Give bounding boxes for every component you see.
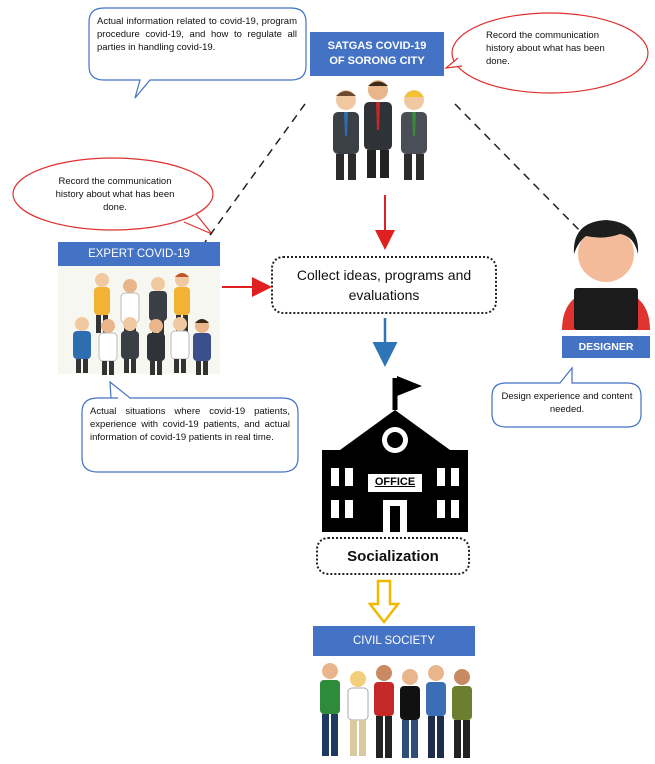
bubble-expert-record: Record the communication history about w…: [55, 176, 175, 213]
office-building-icon: [322, 376, 468, 532]
dashed-connector-satgas-designer: [454, 103, 586, 237]
bubble-expert-info: Actual situations where covid-19 patient…: [90, 406, 290, 443]
collect-ideas-box: Collect ideas, programs and evaluations: [271, 256, 497, 314]
bubble-satgas-info: Actual information related to covid-19, …: [97, 16, 297, 53]
satgas-label-line2: OF SORONG CITY: [329, 55, 425, 67]
office-label: OFFICE: [374, 476, 416, 488]
civil-society-people-icon: [320, 663, 472, 758]
civil-society-label-box: CIVIL SOCIETY: [313, 626, 475, 656]
designer-person-icon: [562, 220, 650, 330]
officials-group-icon: [333, 80, 427, 180]
bubble-satgas-record-shape: [444, 12, 649, 94]
bubble-designer-shape: [491, 366, 642, 428]
bubble-designer-info: Design experience and content needed.: [501, 391, 633, 415]
arrow-socialization-to-civil: [367, 579, 401, 625]
medical-experts-group-icon: [58, 266, 220, 375]
bubble-expert-info-shape: [81, 380, 299, 473]
expert-label-box: EXPERT COVID-19: [58, 242, 220, 266]
bubble-expert-record-shape: [12, 157, 214, 235]
satgas-label-box: SATGAS COVID-19 OF SORONG CITY: [310, 32, 444, 76]
satgas-label-line1: SATGAS COVID-19: [327, 39, 427, 52]
designer-label-box: DESIGNER: [562, 336, 650, 358]
socialization-box: Socialization: [316, 537, 470, 575]
dashed-connector-satgas-expert: [204, 103, 306, 243]
bubble-satgas-record: Record the communication history about w…: [486, 30, 605, 67]
bubble-satgas-info-shape: [88, 7, 307, 99]
